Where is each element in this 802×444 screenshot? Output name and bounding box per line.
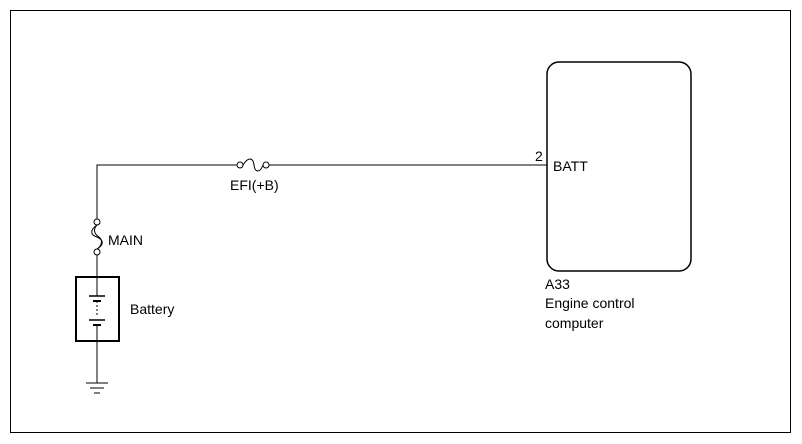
power-wire xyxy=(96,164,548,219)
efi-fuse-label: EFI(+B) xyxy=(230,177,279,193)
ground-icon xyxy=(86,382,108,394)
diagram-frame xyxy=(10,10,791,433)
efi-fuse-icon xyxy=(236,158,270,172)
main-fusible-link-icon xyxy=(91,218,103,256)
ecu-pin-number: 2 xyxy=(535,148,543,164)
battery-label: Battery xyxy=(130,301,174,317)
ecu-name-line1: Engine control xyxy=(545,295,635,311)
engine-control-computer-box xyxy=(546,61,692,272)
ecu-pin-label: BATT xyxy=(553,158,588,174)
main-fusible-link-label: MAIN xyxy=(108,232,143,248)
ecu-name-line2: computer xyxy=(545,315,604,331)
battery-icon xyxy=(89,277,105,341)
ecu-connector-code: A33 xyxy=(545,276,570,292)
